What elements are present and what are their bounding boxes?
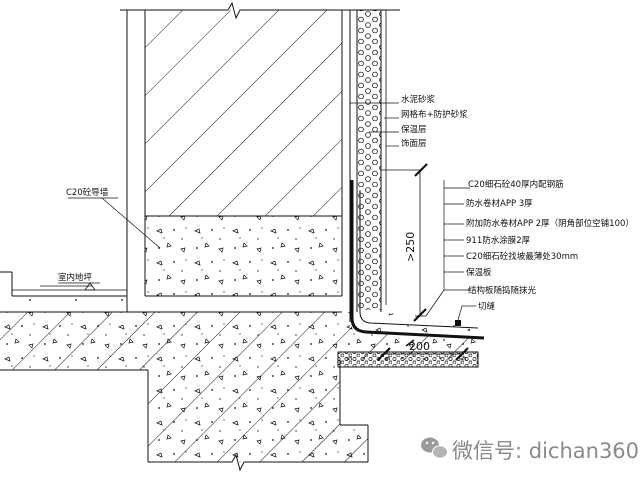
label-insulation: 保温层 [401, 124, 427, 135]
label-finish: 饰面层 [401, 138, 427, 149]
cut-joint-marker [455, 320, 461, 326]
leader-lines [40, 102, 476, 321]
label-indoor-floor: 室内地坪 [58, 272, 93, 283]
label-r3: 附加防水卷材APP 2厚（阴角部位空铺100） [466, 218, 634, 229]
guide-wall [126, 10, 343, 313]
indoor-floor [0, 271, 127, 313]
label-r5: C20细石砼找坡最薄处30mm [466, 251, 578, 262]
label-r7: 结构板随捣随抹光 [468, 285, 537, 296]
foundation-slab [0, 312, 478, 462]
label-mesh-mortar: 网格布+防护砂浆 [401, 109, 468, 120]
label-r1: C20细石砼40厚内配钢筋 [468, 179, 564, 190]
insulation-board [337, 351, 479, 368]
label-guide-wall: C20砼导墙 [66, 187, 109, 198]
dimension-vertical [381, 169, 426, 317]
wechat-watermark: 微信号: dichan360 [421, 437, 639, 463]
wechat-icon [421, 437, 448, 459]
fine-concrete-layer [366, 312, 470, 342]
label-r2: 防水卷材APP 3厚 [466, 198, 533, 209]
top-break-line [120, 1, 400, 20]
bottom-break-line [148, 453, 368, 472]
dim-vertical-label: >250 [404, 232, 417, 262]
watermark-text: 微信号: dichan360 [452, 439, 639, 463]
insulation-layer [349, 10, 387, 322]
dim-horizontal-label: 200 [409, 340, 430, 353]
label-r6: 保温板 [466, 267, 492, 278]
label-cut: 切缝 [478, 301, 496, 312]
label-cement-mortar: 水泥砂浆 [401, 94, 436, 105]
label-r4: 911防水涂膜2厚 [466, 235, 531, 246]
